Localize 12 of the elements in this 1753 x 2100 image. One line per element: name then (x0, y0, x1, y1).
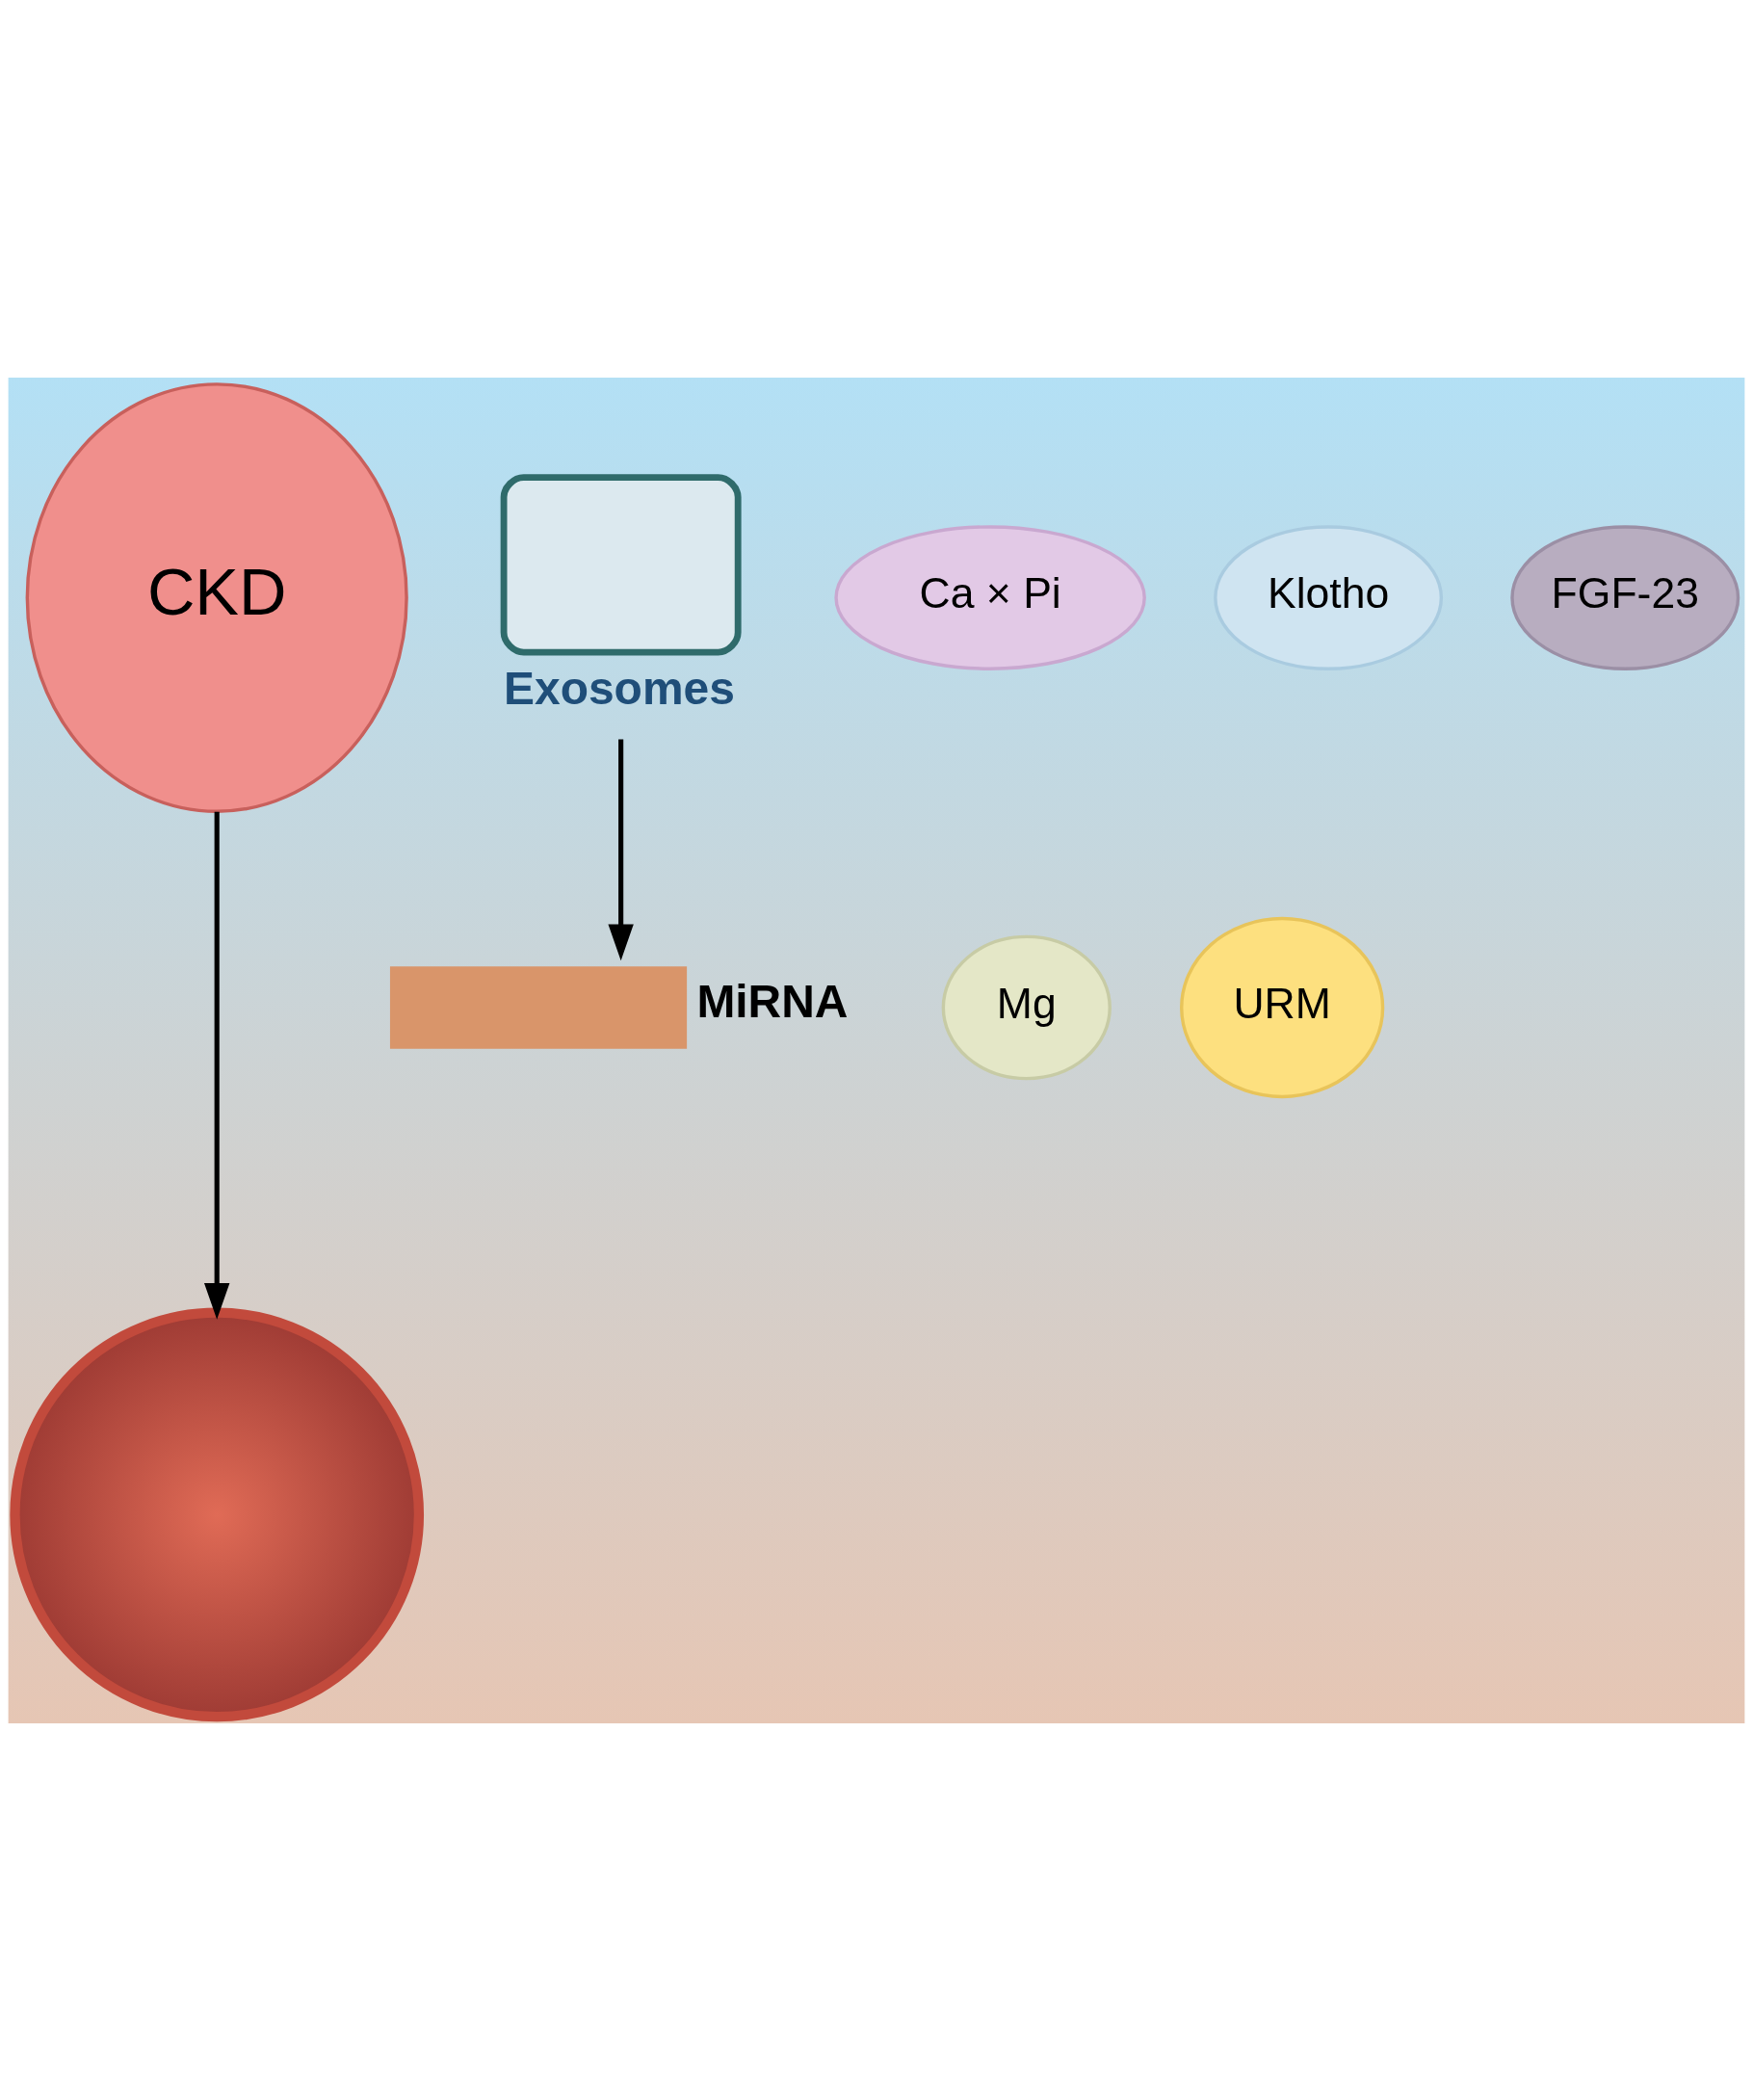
arrow (608, 739, 634, 960)
node-ellipse: FGF-23 (1510, 524, 1740, 670)
node-ellipse: Mg (941, 934, 1112, 1080)
node-ellipse: Klotho (1214, 524, 1444, 670)
node-ellipse: URM (1180, 916, 1385, 1098)
node-label: MiRNA (696, 975, 849, 1027)
node-ellipse: Ca × Pi (834, 524, 1146, 670)
arrow (204, 811, 230, 1320)
node-picture (10, 1307, 425, 1721)
node-ellipse: CKD (25, 381, 408, 813)
node-box (389, 965, 688, 1049)
node-label: Exosomes (504, 662, 735, 714)
